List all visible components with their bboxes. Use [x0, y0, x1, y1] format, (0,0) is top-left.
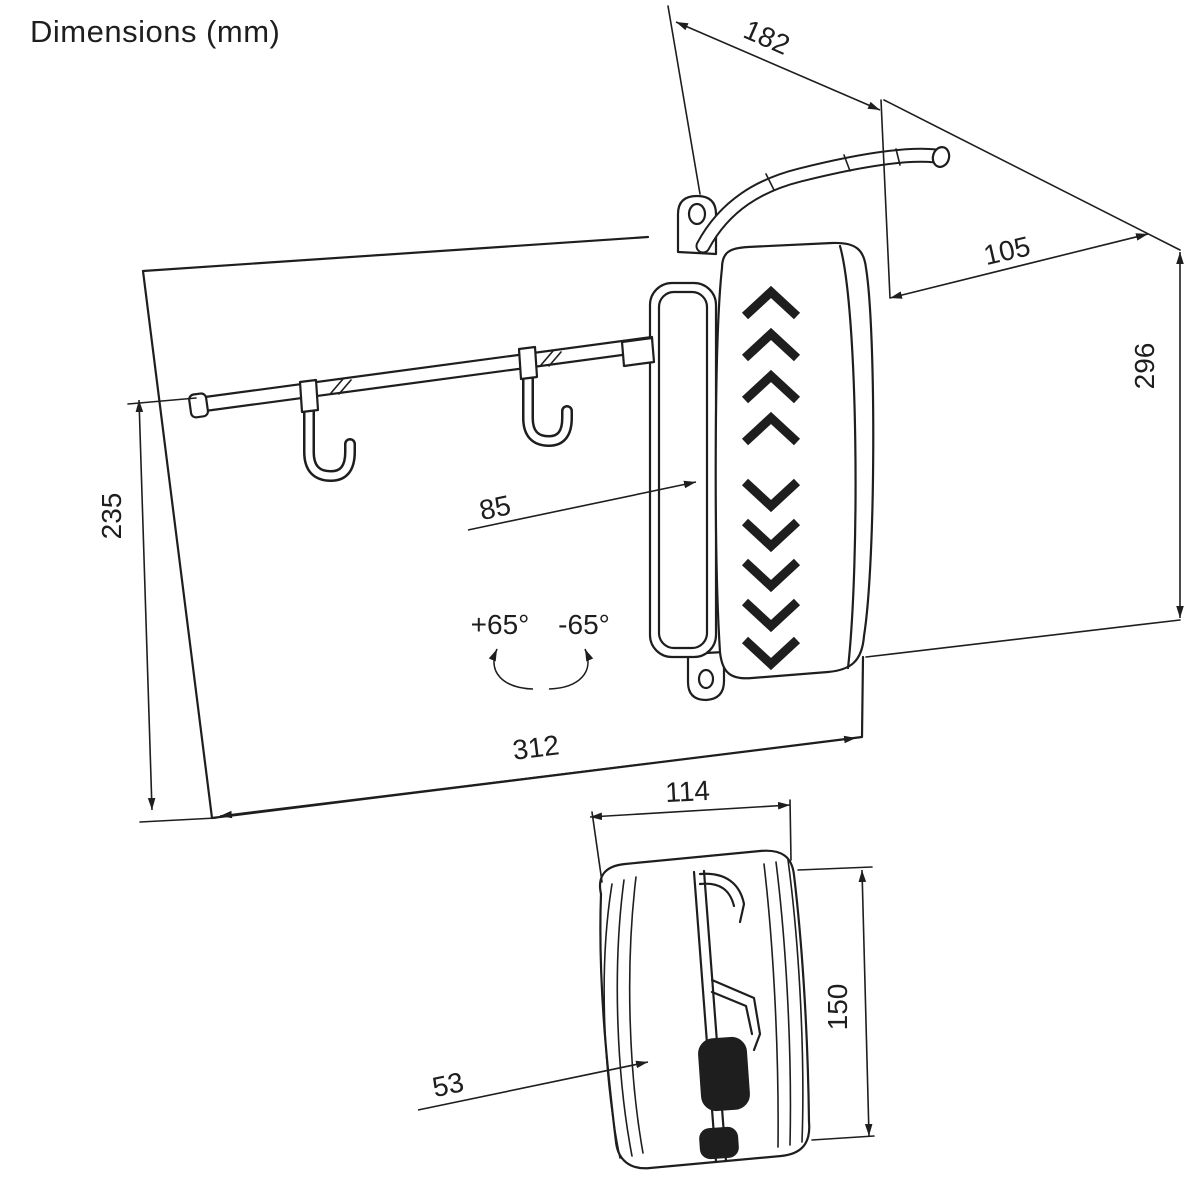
- ext-150-bottom: [811, 1135, 875, 1141]
- dim-line-182: [675, 21, 881, 111]
- leader-line-85: [467, 480, 697, 531]
- dim-line-235: [135, 399, 156, 811]
- dim-line-312: [219, 735, 857, 819]
- ext-114-left: [591, 811, 603, 883]
- hook-body-inner: [305, 404, 354, 480]
- rotation-arc-left-icon: [488, 648, 534, 690]
- rotation-arc-right-icon: [548, 648, 594, 690]
- dim-312-label: 312: [511, 729, 561, 765]
- mount-hole-top-icon: [687, 202, 707, 226]
- dim-150-label: 150: [822, 984, 853, 1031]
- body-rim: [838, 244, 857, 670]
- proj-top-right: [883, 99, 1181, 251]
- chevron-down-icon: [741, 636, 801, 671]
- cable-end-cap: [931, 146, 951, 168]
- main-view: 182 105 296 235 85 +65° -65° 312: [96, 5, 1184, 823]
- dimension-lines-side: [417, 801, 873, 1137]
- rotation-plus-label: +65°: [471, 609, 530, 640]
- mount-tab-bottom: [686, 650, 726, 702]
- cable-segment-ticks: [765, 148, 901, 191]
- side-bracket: [692, 869, 728, 1164]
- device-body: [714, 241, 875, 680]
- rail-bar: [203, 335, 654, 413]
- projection-lines-side: [591, 799, 875, 1141]
- chevron-up-icon: [741, 327, 801, 362]
- dimension-lines-main: [135, 21, 1184, 819]
- dim-114-label: 114: [664, 775, 710, 808]
- dim-line-150: [858, 869, 873, 1137]
- ext-235-top: [127, 397, 197, 405]
- cable-tube-inner: [697, 149, 942, 252]
- chevron-up-icon: [741, 369, 801, 404]
- dim-line-114: [589, 801, 791, 821]
- rail-clamp: [620, 336, 656, 368]
- ext-182-right: [880, 99, 891, 299]
- chevron-down-icon: [741, 518, 801, 553]
- contour-ribs-left: [603, 876, 644, 1159]
- yoke-frame: [648, 281, 718, 659]
- ext-150-top: [797, 866, 873, 871]
- rotation-minus-label: -65°: [558, 609, 610, 640]
- contour-ribs-right: [763, 859, 804, 1148]
- ext-235-bottom: [139, 817, 217, 823]
- side-body: [598, 849, 811, 1170]
- rotation-indicator: [488, 648, 594, 690]
- side-hook-top: [698, 872, 746, 924]
- proj-bottom-right: [865, 619, 1181, 658]
- hook-body-inner: [524, 374, 571, 445]
- side-view: 114 150 53: [417, 775, 875, 1170]
- rail-end-cap: [188, 392, 210, 419]
- ext-182-left: [667, 5, 701, 195]
- dim-296-label: 296: [1129, 343, 1160, 390]
- chevron-up-icon: [741, 411, 801, 446]
- dim-235-label: 235: [96, 493, 127, 540]
- chevrons-up: [741, 285, 801, 446]
- wall-left-top-edge: [141, 235, 650, 820]
- mount-hole-bottom-icon: [697, 668, 715, 690]
- side-arm: [710, 978, 762, 1052]
- chevron-down-icon: [741, 598, 801, 633]
- ext-114-right: [789, 799, 792, 861]
- chevrons-down: [741, 478, 801, 671]
- leader-line-53: [417, 1060, 649, 1111]
- dim-line-105: [889, 233, 1149, 299]
- yoke-inner: [657, 290, 709, 650]
- side-pad: [698, 1036, 750, 1112]
- cable: [695, 146, 951, 254]
- dim-85-label: 85: [477, 489, 514, 526]
- hook-clip: [298, 378, 320, 414]
- dim-53-label: 53: [430, 1066, 467, 1103]
- page-title: Dimensions (mm): [30, 14, 281, 49]
- hook-clip: [517, 345, 539, 381]
- s-hook-left: [298, 378, 356, 483]
- dimension-labels-side: 114 150 53: [430, 775, 853, 1103]
- hanger-rail: [188, 335, 656, 483]
- rail-hash-marks: [330, 350, 562, 395]
- chevron-up-icon: [741, 285, 801, 320]
- chevron-down-icon: [741, 558, 801, 593]
- side-foot: [699, 1126, 739, 1160]
- chevron-down-icon: [741, 478, 801, 513]
- s-hook-middle: [517, 345, 573, 448]
- dim-182-label: 182: [739, 14, 794, 61]
